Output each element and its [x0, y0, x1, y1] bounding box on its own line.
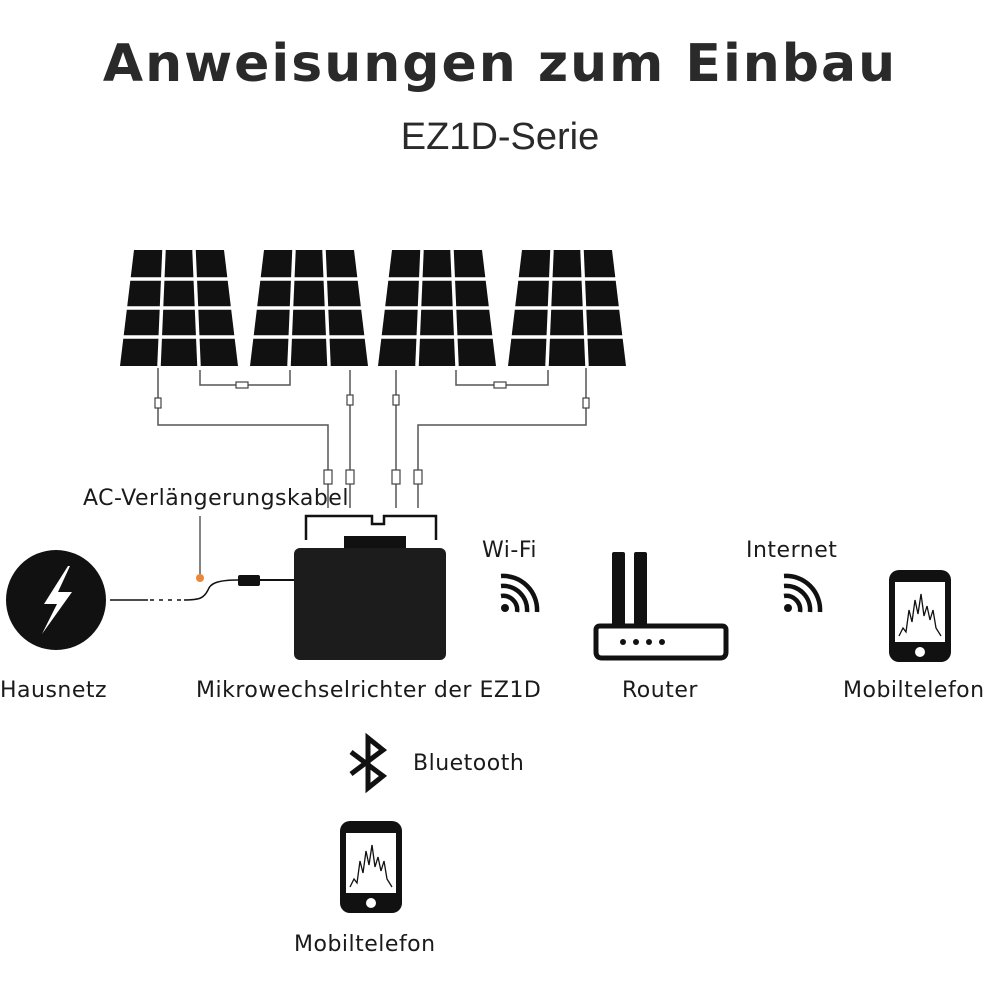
wifi-icon — [784, 576, 820, 612]
ac-cable-label: AC-Verlängerungskabel — [83, 486, 349, 511]
wifi-label: Wi-Fi — [482, 538, 537, 563]
grid-label: Hausnetz — [0, 678, 108, 703]
phone-right-label: Mobiltelefon — [843, 678, 985, 703]
ac-cable — [110, 516, 294, 601]
ac-cable-marker-dot — [196, 574, 204, 582]
solar-panel-icon — [118, 248, 240, 368]
solar-panel-icon — [376, 248, 498, 368]
smartphone-icon — [888, 569, 952, 663]
router-icon — [593, 552, 729, 661]
bluetooth-icon — [349, 732, 388, 794]
phone-bottom-label: Mobiltelefon — [294, 932, 436, 957]
inverter-icon — [294, 514, 446, 660]
dc-cables — [157, 368, 587, 508]
solar-panel-icon — [506, 248, 628, 368]
router-label: Router — [622, 678, 698, 703]
wifi-icon — [501, 576, 537, 612]
inverter-label: Mikrowechselrichter der EZ1D — [196, 678, 542, 703]
page-title: Anweisungen zum Einbau — [102, 34, 898, 94]
cable-connectors — [154, 381, 590, 485]
lightning-icon — [6, 550, 106, 650]
page-subtitle: EZ1D-Serie — [400, 116, 600, 158]
smartphone-icon — [339, 820, 403, 914]
solar-panel-icon — [248, 248, 370, 368]
internet-label: Internet — [746, 538, 838, 563]
bluetooth-label: Bluetooth — [413, 751, 525, 776]
